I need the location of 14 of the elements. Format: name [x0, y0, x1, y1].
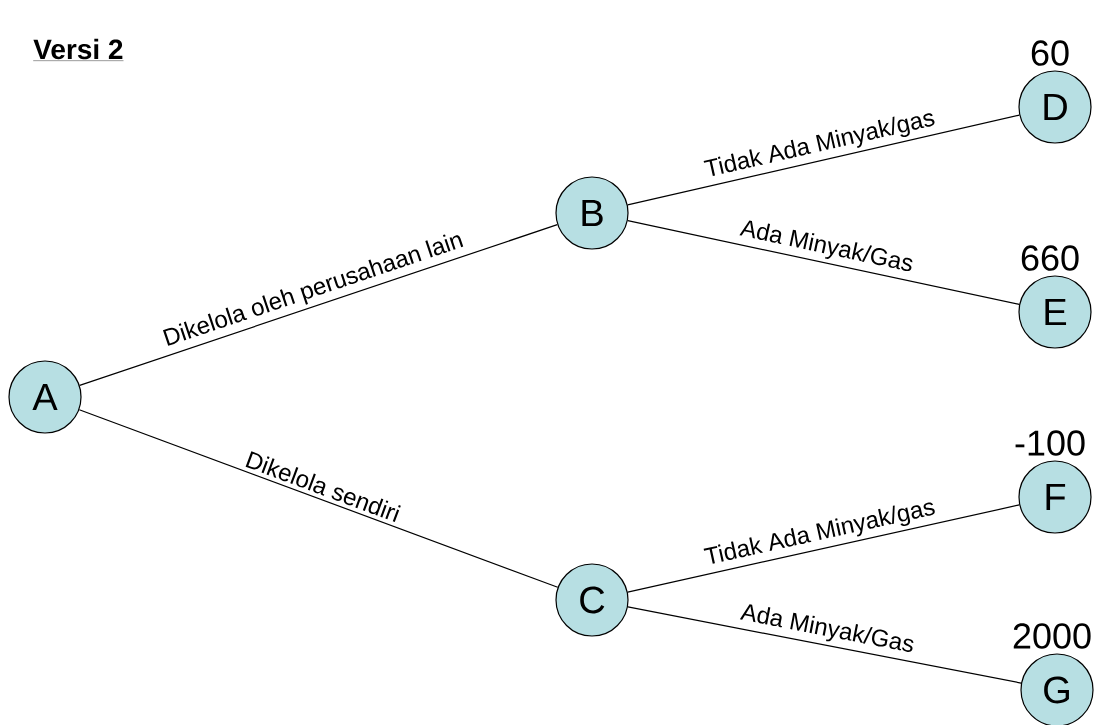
branch-line [627, 114, 1020, 206]
payoff-value: 2000 [1013, 623, 1091, 649]
edge-label: Ada Minyak/Gas [739, 604, 914, 652]
branch-line [79, 224, 558, 386]
title: Versi 2 [33, 38, 124, 61]
branch-line [627, 504, 1020, 593]
payoff-value: 60 [1031, 40, 1069, 66]
branch-line [78, 409, 559, 588]
edge-label: Tidak Ada Minyak/gas [703, 502, 935, 564]
payoff-value: -100 [1015, 430, 1085, 456]
edge-label: Tidak Ada Minyak/gas [703, 113, 935, 176]
branch-line [627, 606, 1022, 684]
branch-line [627, 220, 1020, 305]
payoff-value: 660 [1021, 245, 1079, 271]
